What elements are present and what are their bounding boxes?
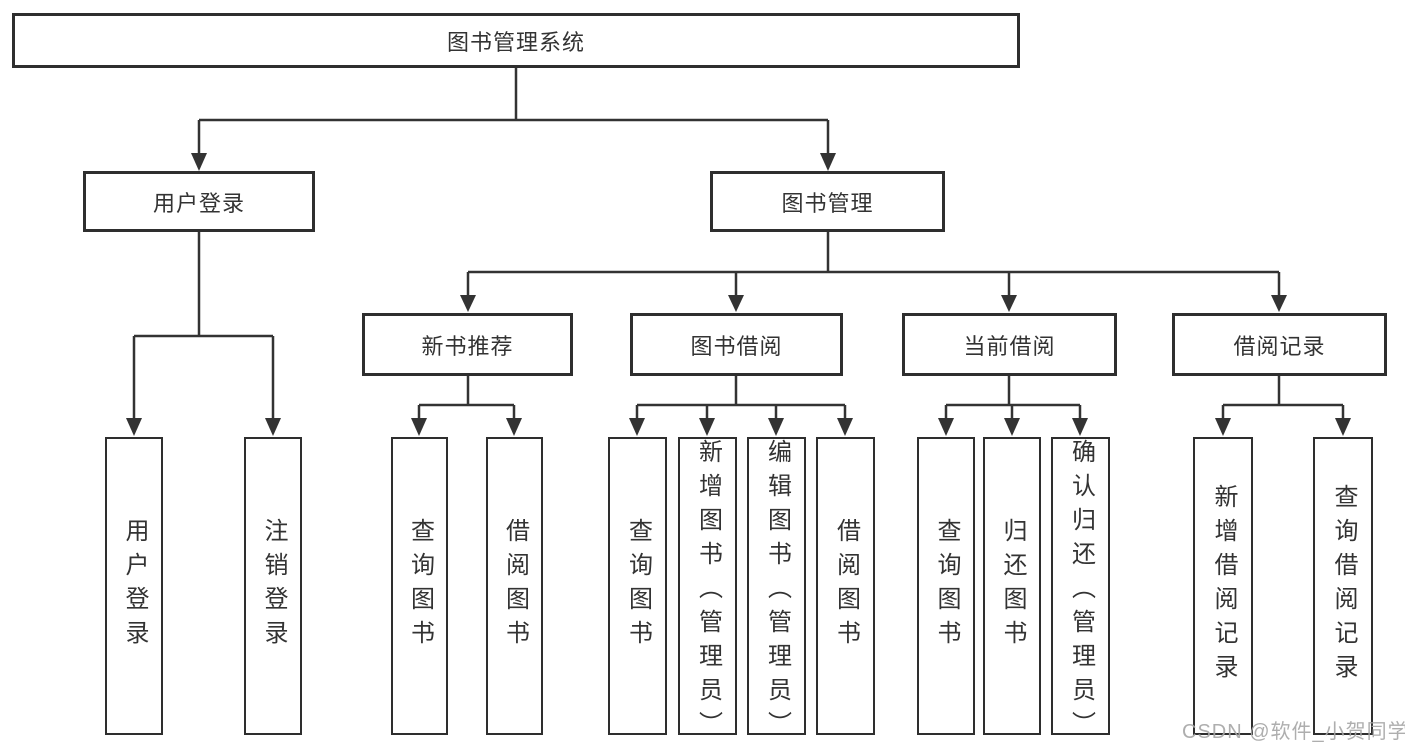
arrow-icon xyxy=(1271,295,1287,312)
arrowheads xyxy=(126,153,1351,436)
arrow-icon xyxy=(1072,418,1088,436)
leaf-br-query-record: 查询借阅记录 xyxy=(1313,437,1373,735)
leaf-nbr-query-book: 查询图书 xyxy=(391,437,448,735)
leaf-br-add-record: 新增借阅记录 xyxy=(1193,437,1253,735)
leaf-bb-query-book: 查询图书 xyxy=(608,437,667,735)
arrow-icon xyxy=(1001,295,1017,312)
arrow-icon xyxy=(191,153,207,171)
node-current-borrowing: 当前借阅 xyxy=(902,313,1117,376)
connector-new-book-recommendation xyxy=(417,376,516,420)
node-user-login: 用户登录 xyxy=(83,171,315,232)
arrow-icon xyxy=(1335,418,1351,436)
leaf-cb-return-book: 归还图书 xyxy=(983,437,1041,735)
node-new-book-recommendation: 新书推荐 xyxy=(362,313,573,376)
arrow-icon xyxy=(506,418,522,436)
node-root: 图书管理系统 xyxy=(12,13,1020,68)
connector-book-management xyxy=(466,232,1281,296)
node-book-management: 图书管理 xyxy=(710,171,945,232)
arrow-icon xyxy=(699,418,715,436)
leaf-cb-confirm-return: 确认归还（管理员） xyxy=(1051,437,1110,735)
leaf-user-login: 用户登录 xyxy=(105,437,163,735)
leaf-bb-borrow-book: 借阅图书 xyxy=(816,437,875,735)
arrow-icon xyxy=(768,418,784,436)
connector-borrowing-records xyxy=(1221,376,1345,420)
watermark-csdn: CSDN @软件_小贺同学 xyxy=(1182,721,1405,743)
arrow-icon xyxy=(1215,418,1231,436)
leaf-cb-query-book: 查询图书 xyxy=(917,437,975,735)
connector-root xyxy=(197,68,830,155)
leaf-nbr-borrow-book: 借阅图书 xyxy=(486,437,543,735)
node-book-borrowing: 图书借阅 xyxy=(630,313,843,376)
arrow-icon xyxy=(629,418,645,436)
leaf-bb-add-book: 新增图书（管理员） xyxy=(678,437,737,735)
node-borrowing-records: 借阅记录 xyxy=(1172,313,1387,376)
arrow-icon xyxy=(1004,418,1020,436)
arrow-icon xyxy=(728,295,744,312)
arrow-icon xyxy=(460,295,476,312)
connector-book-borrowing xyxy=(635,376,847,420)
arrow-icon xyxy=(126,418,142,436)
arrow-icon xyxy=(411,418,427,436)
leaf-logout: 注销登录 xyxy=(244,437,302,735)
connector-user-login xyxy=(132,232,275,420)
arrow-icon xyxy=(837,418,853,436)
leaf-bb-edit-book: 编辑图书（管理员） xyxy=(747,437,806,735)
arrow-icon xyxy=(265,418,281,436)
arrow-icon xyxy=(820,153,836,171)
arrow-icon xyxy=(938,418,954,436)
connector-current-borrowing xyxy=(944,376,1082,420)
